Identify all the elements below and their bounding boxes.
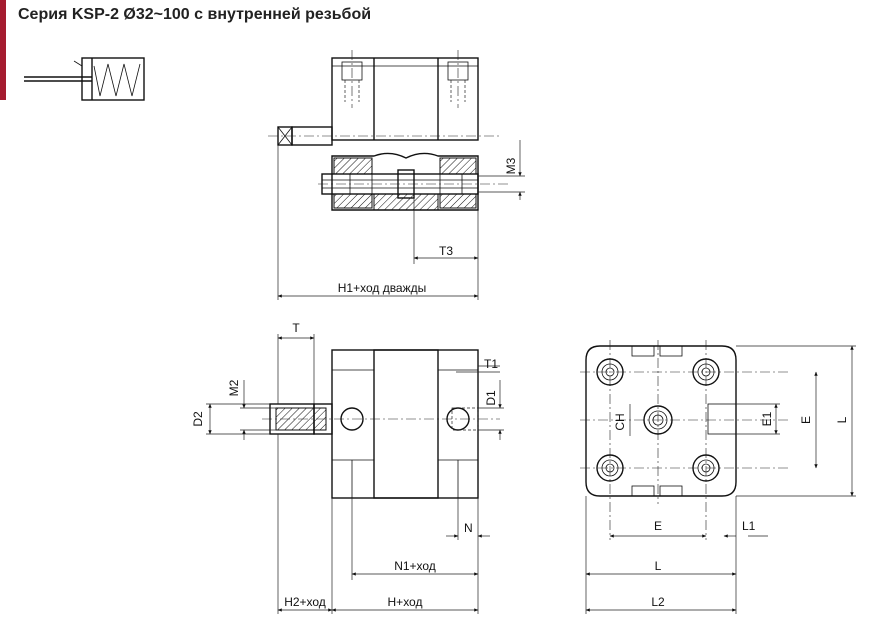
dim-d1-label: D1 [484,390,498,406]
page-title: Серия KSP-2 Ø32~100 с внутренней резьбой [18,6,372,23]
dim-t3-label: T3 [439,244,453,258]
dim-h2-label: H2+ход [284,595,326,609]
dim-e1-label: E1 [760,411,774,426]
dim-n-label: N [464,521,473,535]
dim-l1-label: L1 [742,519,756,533]
dim-l2-label: L2 [651,595,665,609]
single-acting-spring-return-cylinder-icon [24,57,145,101]
mounting-hole-icon [692,454,720,482]
dim-t1-label: T1 [484,357,498,371]
dim-h-label: H+ход [388,595,423,609]
mounting-hole-icon [596,454,624,482]
top-view: M3 T3 H1+ход дважды [268,50,525,300]
dim-l-vertical-label: L [835,416,849,423]
end-view: CH E1 E L E L1 L L2 [580,340,856,614]
dim-e-horizontal-label: E [654,519,662,533]
dim-n1-label: N1+ход [394,559,436,573]
rod-thread-icon [643,405,673,435]
side-view: T T1 D1 D2 M2 N N1+ход H2+х [191,321,504,614]
dim-l-horizontal-label: L [655,559,662,573]
dim-ch-label: CH [613,413,627,430]
dim-d2-label: D2 [191,411,205,427]
accent-bar [0,0,6,100]
dim-m2-label: M2 [227,379,241,396]
dim-t-label: T [292,321,300,335]
dim-m3-label: M3 [504,157,518,174]
dim-e-vertical-label: E [799,416,813,424]
mounting-hole-icon [692,358,720,386]
mounting-hole-icon [596,358,624,386]
dim-h1-label: H1+ход дважды [338,281,427,295]
